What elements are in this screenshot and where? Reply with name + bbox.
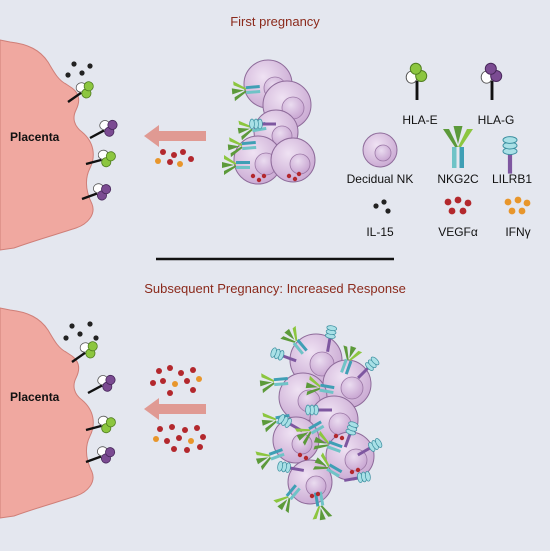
bottom-placenta: Placenta [0, 307, 94, 519]
top-nk-cluster [222, 59, 316, 185]
top-panel-title: First pregnancy [230, 14, 320, 29]
legend-hla-g-label: HLA-G [478, 113, 515, 127]
top-placenta-label: Placenta [10, 130, 60, 144]
legend-hla-e-label: HLA-E [402, 113, 437, 127]
legend-ifng-icon [504, 196, 531, 215]
legend-decidual-nk-label: Decidual NK [347, 172, 414, 186]
legend-ifng-label: IFNγ [505, 225, 530, 239]
legend-il15-icon [373, 199, 391, 214]
legend-il15-label: IL-15 [366, 225, 394, 239]
bottom-panel-title: Subsequent Pregnancy: Increased Response [144, 281, 406, 296]
bottom-cytokines-upper [150, 365, 202, 396]
top-il15-dots [65, 61, 93, 78]
legend-lilrb1-label: LILRB1 [492, 172, 532, 186]
bottom-arrow [144, 398, 206, 420]
legend-nkg2c-label: NKG2C [437, 172, 479, 186]
bottom-il15-dots [63, 321, 99, 341]
legend-vegfa-icon [444, 196, 472, 215]
top-arrow [144, 125, 206, 147]
legend: HLA-E HLA-G Decidual NK NKG2C LILRB1 IL-… [347, 61, 532, 239]
bottom-placenta-label: Placenta [10, 390, 60, 404]
legend-decidual-nk-icon [362, 132, 398, 168]
bottom-cytokines-lower [153, 424, 206, 453]
legend-vegfa-label: VEGFα [438, 225, 478, 239]
bottom-nk-cluster [253, 324, 384, 522]
top-placenta: Placenta [0, 39, 94, 251]
top-cytokines [155, 149, 194, 167]
